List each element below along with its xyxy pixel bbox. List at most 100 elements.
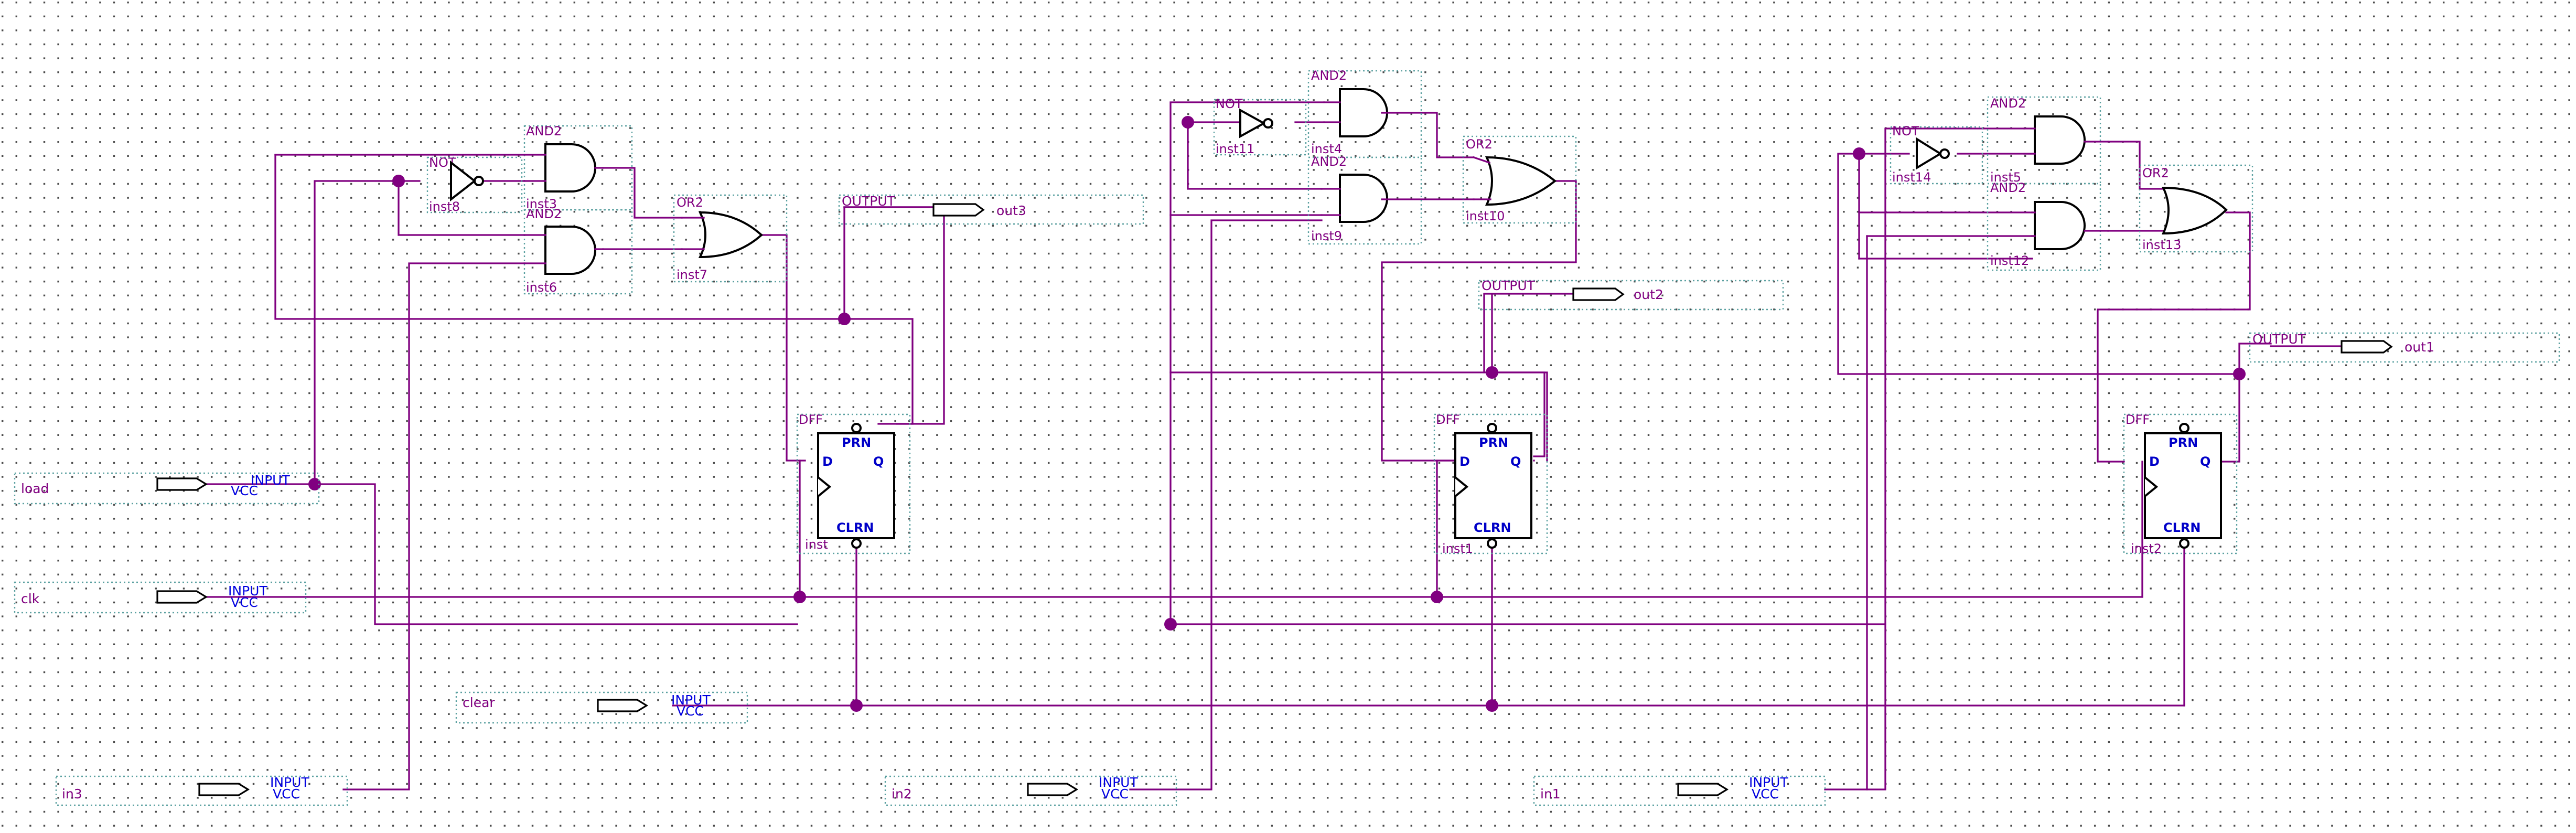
gate-type: NOT: [1216, 97, 1243, 111]
pin-sub: VCC: [231, 483, 258, 498]
gate-type: NOT: [1892, 124, 1919, 138]
pin-sub: VCC: [273, 786, 300, 802]
dff-q: Q: [2200, 454, 2210, 469]
dff-prn: PRN: [2169, 435, 2198, 450]
output-pin-out2[interactable]: OUTPUT out2: [1478, 278, 1784, 311]
gate-inst: inst6: [526, 280, 557, 295]
junction-dot: [838, 313, 851, 325]
or-gate-inst7[interactable]: OR2 inst7: [673, 194, 788, 283]
wire: [2238, 343, 2272, 375]
gate-type: AND2: [1990, 96, 2026, 111]
pin-type: OUTPUT: [1482, 278, 1536, 293]
wire: [1169, 101, 1325, 625]
gate-inst: inst12: [1990, 253, 2029, 268]
dff-prn: PRN: [1479, 435, 1508, 450]
wire: [1169, 127, 2025, 625]
dff-d: D: [1459, 454, 1470, 469]
junction-dot: [793, 591, 806, 603]
gate-type: OR2: [677, 195, 703, 210]
dff-inst[interactable]: DFF PRN D Q CLRN inst: [796, 412, 911, 554]
pin-sub: VCC: [1101, 786, 1129, 802]
or-gate-inst10[interactable]: OR2 inst10: [1462, 135, 1577, 224]
or-gate-inst13[interactable]: OR2 inst13: [2139, 164, 2253, 253]
gate-type: OR2: [2142, 166, 2169, 180]
junction-dot: [1182, 116, 1194, 129]
and-gate-inst3[interactable]: AND2 inst3: [523, 124, 633, 211]
gate-inst: inst13: [2142, 238, 2181, 252]
gate-inst: inst9: [1311, 229, 1342, 243]
wire: [760, 234, 806, 462]
dff-prn: PRN: [842, 435, 871, 450]
input-pin-in1[interactable]: in1 INPUT VCC: [1533, 775, 1826, 806]
and-gate-inst9[interactable]: AND2 inst9: [1307, 154, 1422, 245]
gate-inst: inst4: [1311, 142, 1342, 156]
dff-inst-label: inst1: [1442, 541, 1473, 556]
wire: [1436, 460, 1459, 598]
gate-inst: inst11: [1216, 142, 1254, 156]
not-gate-inst14[interactable]: NOT inst14: [1890, 124, 1983, 185]
gate-type: AND2: [526, 124, 562, 138]
junction-dot: [1486, 699, 1498, 712]
and-gate-inst12[interactable]: AND2 inst12: [1987, 180, 2109, 271]
dff-clrn: CLRN: [836, 520, 874, 535]
gate-inst: inst5: [1990, 170, 2021, 185]
not-gate-inst11[interactable]: NOT inst11: [1213, 97, 1307, 156]
pin-type: INPUT: [671, 692, 711, 708]
dff-type: DFF: [2126, 412, 2150, 427]
pin-name: out2: [1634, 287, 1663, 302]
dff-inst2[interactable]: DFF PRN D Q CLRN inst2: [2123, 412, 2238, 556]
not-gate-inst8[interactable]: NOT inst8: [426, 155, 523, 214]
input-pin-in2[interactable]: in2 INPUT VCC: [884, 775, 1177, 806]
pin-type: OUTPUT: [2252, 332, 2306, 347]
wires: [205, 101, 2272, 791]
wire: [398, 180, 525, 236]
junction-dot: [308, 478, 321, 490]
dff-type: DFF: [1436, 412, 1460, 427]
pin-type: INPUT: [228, 583, 267, 599]
and-gate-inst5[interactable]: AND2 inst5: [1987, 96, 2109, 185]
gate-inst: inst10: [1466, 209, 1505, 223]
pin-name: in3: [62, 786, 82, 802]
pin-name: clk: [21, 591, 40, 606]
pin-type: INPUT: [251, 473, 290, 488]
dff-clrn: CLRN: [1474, 520, 1511, 535]
wire: [342, 262, 525, 791]
dff-q: Q: [873, 454, 884, 469]
output-pin-out1[interactable]: OUTPUT out1: [2249, 332, 2560, 363]
gate-type: AND2: [1311, 68, 1347, 83]
pin-name: in1: [1540, 786, 1561, 802]
wire: [1483, 293, 1574, 462]
junction-dot: [1853, 147, 1865, 160]
and-gate-inst4[interactable]: AND2 inst4: [1307, 68, 1422, 158]
junction-dot: [1431, 591, 1443, 603]
output-pin-out3[interactable]: OUTPUT out3: [838, 194, 1144, 225]
pin-sub: VCC: [1752, 786, 1779, 802]
wire: [602, 167, 683, 219]
dff-d: D: [822, 454, 833, 469]
gate-inst: inst7: [677, 268, 707, 282]
pin-name: out3: [996, 203, 1026, 218]
junction-dot: [1164, 618, 1177, 631]
input-pin-load[interactable]: load INPUT VCC: [14, 472, 320, 505]
gate-inst: inst3: [526, 197, 557, 211]
input-pin-in3[interactable]: in3 INPUT VCC: [55, 775, 348, 806]
wire: [1187, 121, 1323, 190]
wire: [1129, 219, 1323, 791]
pin-name: clear: [463, 695, 495, 710]
input-pin-clk[interactable]: clk INPUT VCC: [14, 581, 307, 614]
pin-name: load: [21, 481, 49, 496]
wire: [2097, 211, 2251, 463]
pin-sub: VCC: [231, 595, 258, 610]
and-gate-inst6[interactable]: AND2 inst6: [523, 207, 633, 295]
wire: [1837, 153, 2240, 375]
junctions: [308, 116, 2246, 712]
junction-dot: [1486, 366, 1498, 379]
dff-inst1[interactable]: DFF PRN D Q CLRN inst1: [1433, 412, 1548, 556]
dff-inst-label: inst: [805, 537, 828, 552]
junction-dot: [850, 699, 863, 712]
pin-type: OUTPUT: [842, 194, 896, 209]
gate-type: AND2: [1311, 154, 1347, 169]
input-pin-clear[interactable]: clear INPUT VCC: [455, 691, 748, 724]
dff-q: Q: [1510, 454, 1521, 469]
